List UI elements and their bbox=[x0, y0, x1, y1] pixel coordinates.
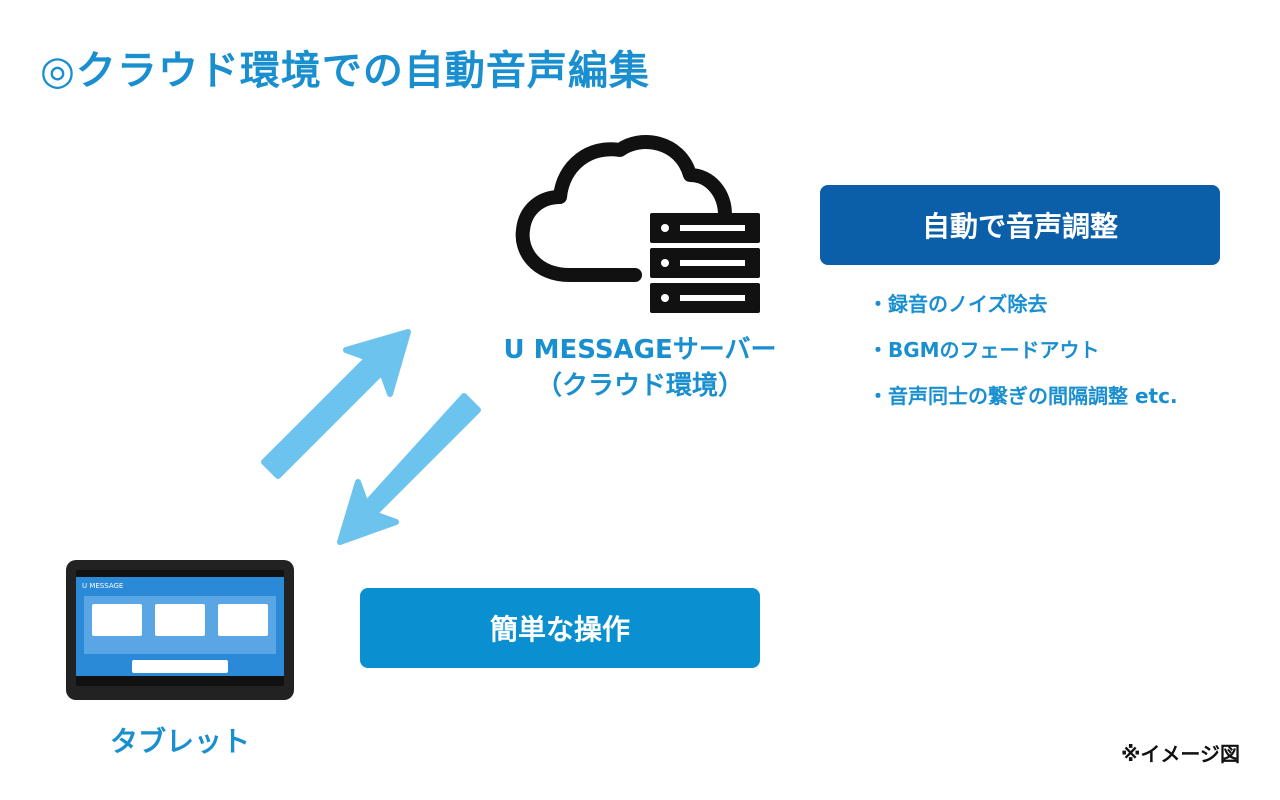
tablet-app-name: U MESSAGE bbox=[82, 582, 124, 590]
feature-item: ・音声同士の繋ぎの間隔調整 etc. bbox=[868, 384, 1178, 408]
server-label: U MESSAGEサーバー （クラウド環境） bbox=[470, 332, 810, 404]
cloud-server-icon bbox=[515, 135, 760, 313]
auto-adjust-box: 自動で音声調整 bbox=[820, 185, 1220, 265]
arrow-down-left-icon bbox=[337, 393, 481, 545]
nav-bar bbox=[76, 676, 284, 686]
server-name: U MESSAGEサーバー bbox=[503, 335, 777, 365]
arrows bbox=[261, 329, 481, 545]
tablet-screen: U MESSAGE bbox=[76, 570, 284, 686]
arrow-up-right-icon bbox=[261, 329, 411, 479]
tablet-image: U MESSAGE bbox=[66, 560, 294, 700]
image-note: ※イメージ図 bbox=[1120, 742, 1240, 766]
page-title: ◎クラウド環境での自動音声編集 bbox=[40, 48, 650, 94]
feature-list: ・録音のノイズ除去 ・BGMのフェードアウト ・音声同士の繋ぎの間隔調整 etc… bbox=[868, 290, 1178, 428]
tablet-button bbox=[132, 660, 228, 673]
feature-item: ・録音のノイズ除去 bbox=[868, 292, 1048, 316]
server-sub: （クラウド環境） bbox=[535, 371, 744, 401]
tablet-label: タブレット bbox=[109, 725, 250, 758]
tablet-card bbox=[92, 604, 142, 636]
easy-operation-box: 簡単な操作 bbox=[360, 588, 760, 668]
tablet-card bbox=[218, 604, 268, 636]
feature-item: ・BGMのフェードアウト bbox=[868, 338, 1100, 362]
tablet-card bbox=[155, 604, 205, 636]
status-bar bbox=[76, 570, 284, 577]
